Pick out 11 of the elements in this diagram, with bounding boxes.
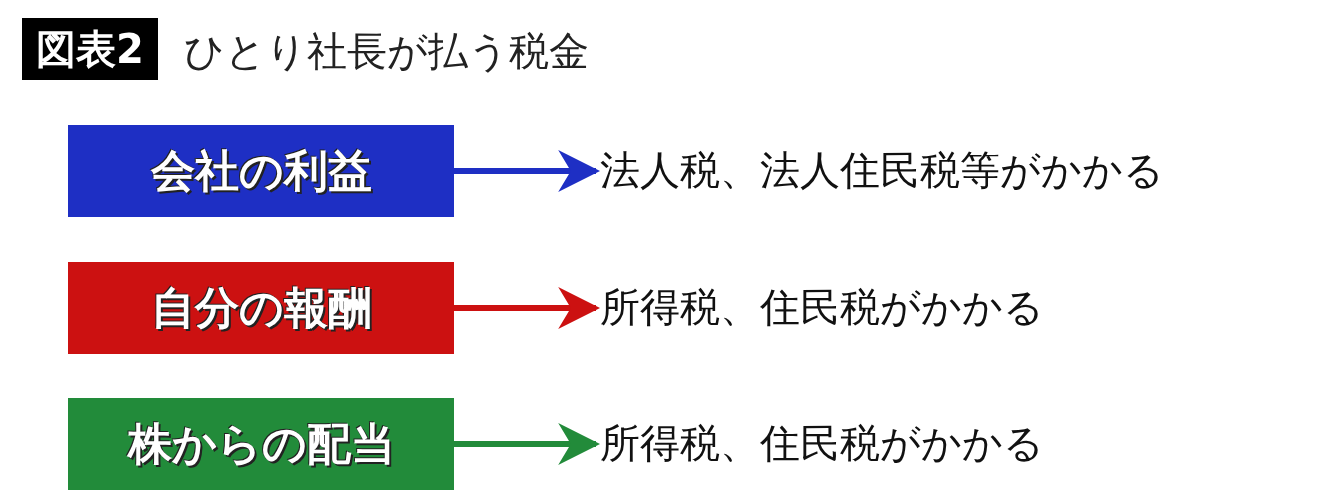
category-box: 株からの配当 bbox=[68, 398, 454, 490]
tax-text: 法人税、法人住民税等がかかる bbox=[600, 148, 1164, 192]
tax-text: 所得税、住民税がかかる bbox=[600, 285, 1044, 329]
title: ひとり社長が払う税金 bbox=[184, 27, 589, 76]
category-box: 会社の利益 bbox=[68, 125, 454, 217]
arrow bbox=[454, 287, 601, 329]
tax-text: 所得税、住民税がかかる bbox=[600, 421, 1044, 465]
category-box: 自分の報酬 bbox=[68, 262, 454, 354]
arrow bbox=[454, 423, 601, 465]
figure-number-label: 図表2 bbox=[22, 18, 158, 80]
arrow bbox=[454, 150, 601, 192]
